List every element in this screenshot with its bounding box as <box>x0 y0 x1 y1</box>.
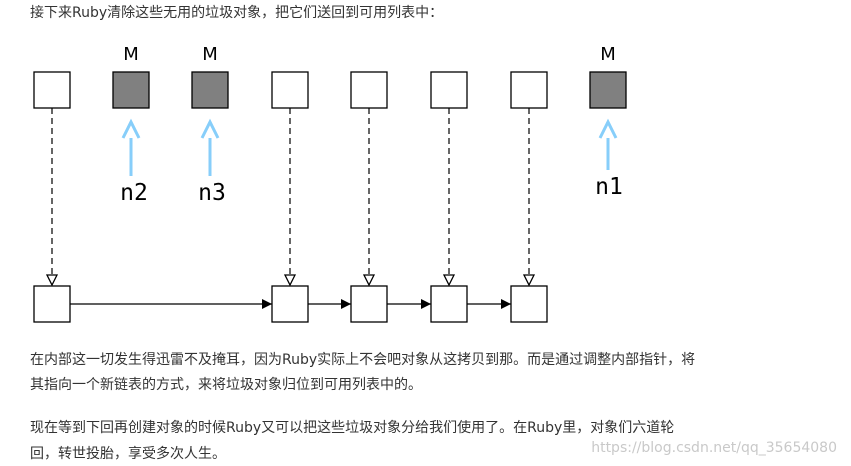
heap-slot-5 <box>350 71 388 109</box>
pointer-arrow-n3 <box>200 118 220 176</box>
heap-slot-3-marked <box>191 71 229 109</box>
free-list-node-5 <box>510 285 548 323</box>
heap-slot-8-marked <box>589 71 627 109</box>
paragraph-1-line-2: 其指向一个新链表的方式，来将垃圾对象归位到可用列表中的。 <box>30 377 422 393</box>
heap-slot-6 <box>430 71 468 109</box>
intro-text: 接下来Ruby清除这些无用的垃圾对象，把它们送回到可用列表中： <box>30 5 444 21</box>
heap-slot-1 <box>33 71 71 109</box>
free-list-node-4 <box>430 285 468 323</box>
pointer-arrow-n2 <box>121 118 141 176</box>
heap-slot-2-marked <box>112 71 150 109</box>
watermark: https://blog.csdn.net/qq_35654080 <box>591 440 837 456</box>
mark-label-slot-3: M <box>202 44 218 65</box>
paragraph-2-line-1: 现在等到下回再创建对象的时候Ruby又可以把这些垃圾对象分给我们使用了。在Rub… <box>30 420 675 436</box>
heap-slot-4 <box>271 71 309 109</box>
paragraph-2-line-2: 回，转世投胎，享受多次人生。 <box>30 446 226 462</box>
heap-slot-7 <box>510 71 548 109</box>
free-list-diagram: M M M n2 n3 n1 <box>33 44 627 323</box>
pointer-arrow-n1 <box>598 118 618 170</box>
pointer-label-n3: n3 <box>198 180 226 206</box>
free-list-node-2 <box>271 285 309 323</box>
pointer-label-n2: n2 <box>120 180 148 206</box>
mark-label-slot-2: M <box>123 44 139 65</box>
mark-label-slot-8: M <box>600 44 616 65</box>
free-list-node-1 <box>33 285 71 323</box>
paragraph-1-line-1: 在内部这一切发生得迅雷不及掩耳，因为Ruby实际上不会吧对象从这拷贝到那。而是通… <box>30 352 696 368</box>
pointer-label-n1: n1 <box>595 174 623 200</box>
free-list-node-3 <box>350 285 388 323</box>
